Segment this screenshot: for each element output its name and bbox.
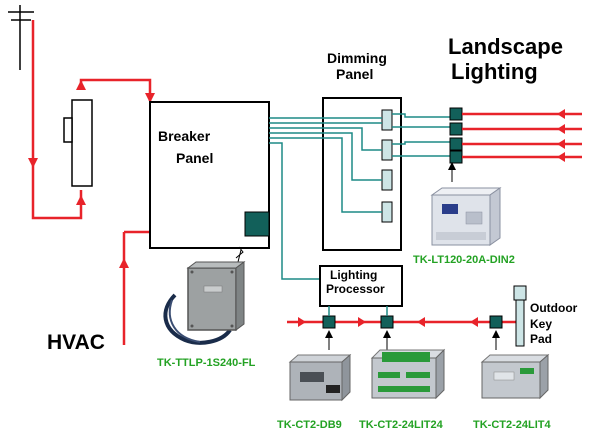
outdoor-key-pad-label: Outdoor Key Pad	[530, 301, 577, 348]
outdoor-key-pad-line-2: Key	[530, 316, 553, 331]
lighting-processor-line-1: Lighting	[330, 268, 378, 282]
key-pad-icon	[513, 285, 527, 347]
landscape-lighting-line-1: Landscape	[448, 34, 563, 59]
dimmer-relays	[381, 109, 393, 223]
landscape-lighting-label: Landscape Lighting	[448, 34, 563, 84]
ttlp-enclosure-image	[163, 261, 246, 345]
part-label-lt120: TK-LT120-20A-DIN2	[413, 254, 515, 266]
lt120-din-module-image	[430, 187, 502, 246]
part-label-ct2-db9: TK-CT2-DB9	[277, 419, 342, 431]
meter-box	[71, 99, 93, 187]
dimming-panel-label: Dimming Panel	[327, 50, 387, 82]
control-wires	[269, 117, 382, 280]
power-arrows	[28, 80, 155, 268]
landscape-modules	[449, 107, 463, 164]
ct2-24lit4-module-image	[480, 353, 550, 400]
ct2-24lit24-module-image	[370, 348, 446, 400]
tk-ttlp-module	[244, 211, 270, 237]
lighting-processor-box	[319, 265, 403, 307]
lighting-processor-line-2: Processor	[326, 281, 385, 296]
lighting-processor-label: Lighting Processor	[326, 268, 385, 297]
breaker-panel-line-2: Panel	[176, 150, 214, 167]
landscape-arrows	[557, 109, 565, 162]
dimming-panel-line-2: Panel	[336, 66, 374, 83]
outdoor-key-pad-line-3: Pad	[530, 332, 553, 347]
breaker-panel-line-1: Breaker	[158, 128, 211, 144]
dimming-panel-line-1: Dimming	[327, 50, 387, 66]
hvac-label: HVAC	[47, 331, 105, 354]
landscape-lighting-lines	[462, 112, 582, 159]
meter-handle	[63, 117, 73, 143]
outdoor-key-pad-line-1: Outdoor	[530, 301, 578, 315]
utility-pole-icon	[8, 5, 34, 70]
breaker-panel-label: Breaker Panel	[158, 128, 213, 166]
landscape-lighting-line-2: Lighting	[451, 58, 538, 84]
part-label-ct2-24lit4: TK-CT2-24LIT4	[473, 419, 551, 431]
part-label-ct2-24lit24: TK-CT2-24LIT24	[359, 419, 443, 431]
bus-arrows	[298, 317, 478, 327]
part-label-ttlp: TK-TTLP-1S240-FL	[157, 357, 256, 369]
ct2-db9-module-image	[288, 353, 352, 402]
dimmer-outputs	[392, 113, 450, 157]
